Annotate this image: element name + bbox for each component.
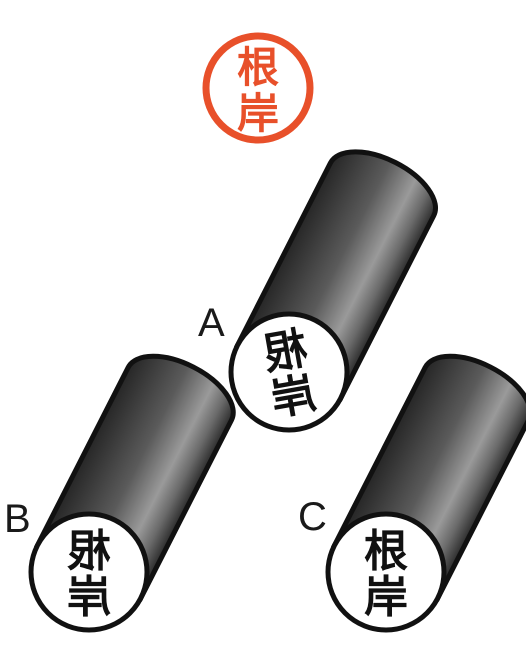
seal-a-face bbox=[228, 311, 350, 433]
seal-a-char-bottom: 岸 bbox=[267, 368, 319, 426]
seal-b-face bbox=[28, 511, 150, 633]
seal-c-face bbox=[325, 511, 447, 633]
seal-a-label: A bbox=[198, 301, 225, 345]
seal-c-char-bottom: 岸 bbox=[364, 572, 408, 623]
seal-b: 根 岸 B bbox=[4, 353, 236, 633]
seal-a: 根 岸 A bbox=[198, 149, 438, 433]
seal-b-label: B bbox=[4, 497, 31, 541]
seal-c-label: C bbox=[298, 495, 327, 539]
seal-b-char-bottom: 岸 bbox=[67, 572, 111, 623]
stamp-char-top: 根 bbox=[237, 43, 279, 92]
stamp-ring bbox=[202, 32, 314, 144]
seal-c: 根 岸 C bbox=[298, 353, 526, 633]
stamp-char-bottom: 岸 bbox=[237, 89, 279, 138]
seal-b-char-top: 根 bbox=[67, 526, 111, 577]
stamp-impression: 根 岸 bbox=[202, 32, 314, 144]
seal-a-char-top: 根 bbox=[259, 323, 311, 381]
seal-c-char-top: 根 bbox=[364, 526, 408, 577]
